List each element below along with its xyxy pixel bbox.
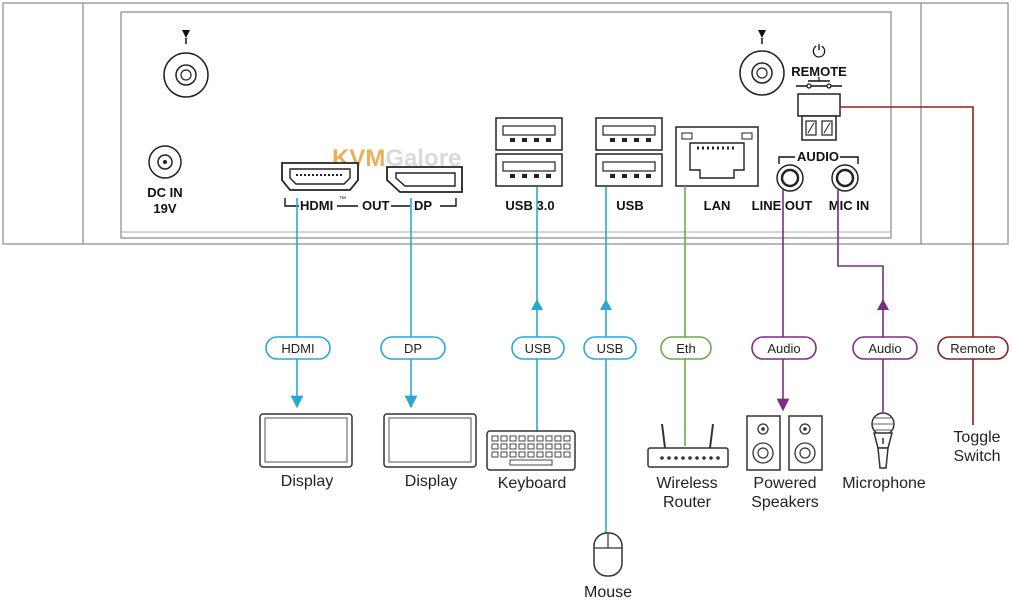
keyboard-icon bbox=[486, 430, 576, 471]
keyboard-key bbox=[500, 443, 508, 450]
cable-label-audio-in: Audio bbox=[852, 336, 918, 360]
audio-group-label: AUDIO bbox=[797, 149, 839, 164]
microphone-label: Microphone bbox=[842, 475, 926, 492]
cable-label-audio-out: Audio bbox=[751, 336, 817, 360]
keyboard-key bbox=[509, 435, 517, 442]
keyboard-key bbox=[527, 451, 535, 458]
remote-terminal-block bbox=[797, 93, 841, 141]
cable-label-usb-keyboard: USB bbox=[511, 336, 565, 360]
display-1-label: Display bbox=[281, 473, 333, 490]
hdmi-port-label: HDMI bbox=[300, 198, 333, 213]
speakers-label-line1: Powered bbox=[753, 475, 816, 492]
keyboard-key bbox=[554, 451, 562, 458]
hdmi-port bbox=[281, 162, 359, 191]
cable-label-eth: Eth bbox=[660, 336, 712, 360]
cable-label-remote: Remote bbox=[937, 336, 1009, 360]
keyboard-key bbox=[509, 451, 517, 458]
display-2-label: Display bbox=[405, 473, 457, 490]
keyboard-spacebar bbox=[509, 459, 553, 466]
out-label: OUT bbox=[362, 198, 390, 213]
microphone-icon bbox=[871, 412, 895, 469]
cable-label-dp: DP bbox=[380, 336, 446, 360]
toggle-switch-label-line2: Switch bbox=[953, 448, 1000, 465]
toggle-switch-label-line1: Toggle bbox=[953, 429, 1000, 446]
mic-in-arrow bbox=[877, 299, 889, 310]
remote-label: REMOTE bbox=[791, 64, 847, 79]
svg-text:USB: USB bbox=[525, 341, 552, 356]
displayport-port bbox=[386, 166, 463, 193]
cable-label-hdmi: HDMI bbox=[265, 336, 331, 360]
antenna-connector-left bbox=[163, 30, 209, 98]
keyboard-key bbox=[563, 435, 571, 442]
keyboard-key bbox=[518, 435, 526, 442]
svg-text:USB: USB bbox=[597, 341, 624, 356]
svg-text:Eth: Eth bbox=[676, 341, 696, 356]
mouse-icon bbox=[593, 532, 623, 577]
display-icon-1 bbox=[259, 413, 353, 468]
usb-ports bbox=[595, 117, 663, 187]
keyboard-key bbox=[527, 443, 535, 450]
remote-switch-symbol bbox=[796, 77, 842, 89]
keyboard-key bbox=[491, 451, 499, 458]
keyboard-key bbox=[518, 443, 526, 450]
mic-in-jack bbox=[831, 164, 859, 192]
usb-label: USB bbox=[616, 198, 643, 213]
keyboard-key bbox=[527, 435, 535, 442]
speakers-label-line2: Speakers bbox=[751, 494, 819, 511]
keyboard-key bbox=[545, 443, 553, 450]
keyboard-key bbox=[518, 451, 526, 458]
line-out-label: LINE OUT bbox=[752, 198, 813, 213]
keyboard-key bbox=[545, 435, 553, 442]
remote-cable bbox=[840, 106, 974, 425]
keyboard-key bbox=[536, 443, 544, 450]
trademark-mark: ™ bbox=[339, 196, 346, 203]
dc-in-port bbox=[148, 145, 182, 179]
keyboard-key bbox=[500, 451, 508, 458]
usb-mouse-arrow bbox=[600, 299, 612, 310]
power-icon: ⏻ bbox=[812, 42, 826, 62]
display-icon-2 bbox=[383, 413, 477, 468]
usb-keyboard-arrow bbox=[531, 299, 543, 310]
svg-text:HDMI: HDMI bbox=[281, 341, 314, 356]
svg-text:Audio: Audio bbox=[767, 341, 800, 356]
dc-in-voltage-label: 19V bbox=[153, 201, 176, 216]
svg-text:Audio: Audio bbox=[868, 341, 901, 356]
keyboard-key bbox=[554, 443, 562, 450]
mouse-label: Mouse bbox=[584, 584, 632, 600]
line-out-jack bbox=[776, 164, 804, 192]
speakers-icon bbox=[746, 415, 823, 471]
antenna-connector-right bbox=[739, 30, 785, 96]
dp-port-label: DP bbox=[414, 198, 432, 213]
keyboard-key bbox=[545, 451, 553, 458]
svg-text:DP: DP bbox=[404, 341, 422, 356]
keyboard-key bbox=[500, 435, 508, 442]
keyboard-key bbox=[536, 451, 544, 458]
mic-in-label: MIC IN bbox=[829, 198, 869, 213]
usb3-ports bbox=[495, 117, 563, 187]
lan-label: LAN bbox=[704, 198, 731, 213]
wireless-router-icon bbox=[647, 423, 729, 468]
router-label-line1: Wireless bbox=[656, 475, 717, 492]
cable-label-usb-mouse: USB bbox=[583, 336, 637, 360]
router-label-line2: Router bbox=[663, 494, 712, 511]
keyboard-key bbox=[563, 443, 571, 450]
keyboard-key bbox=[509, 443, 517, 450]
dc-in-label: DC IN bbox=[147, 185, 182, 200]
keyboard-key bbox=[554, 435, 562, 442]
keyboard-key bbox=[563, 451, 571, 458]
lan-port bbox=[675, 126, 759, 187]
keyboard-key bbox=[491, 443, 499, 450]
usb3-label: USB 3.0 bbox=[505, 198, 554, 213]
keyboard-label: Keyboard bbox=[498, 475, 567, 492]
svg-text:Remote: Remote bbox=[950, 341, 996, 356]
keyboard-key bbox=[536, 435, 544, 442]
keyboard-key bbox=[491, 435, 499, 442]
